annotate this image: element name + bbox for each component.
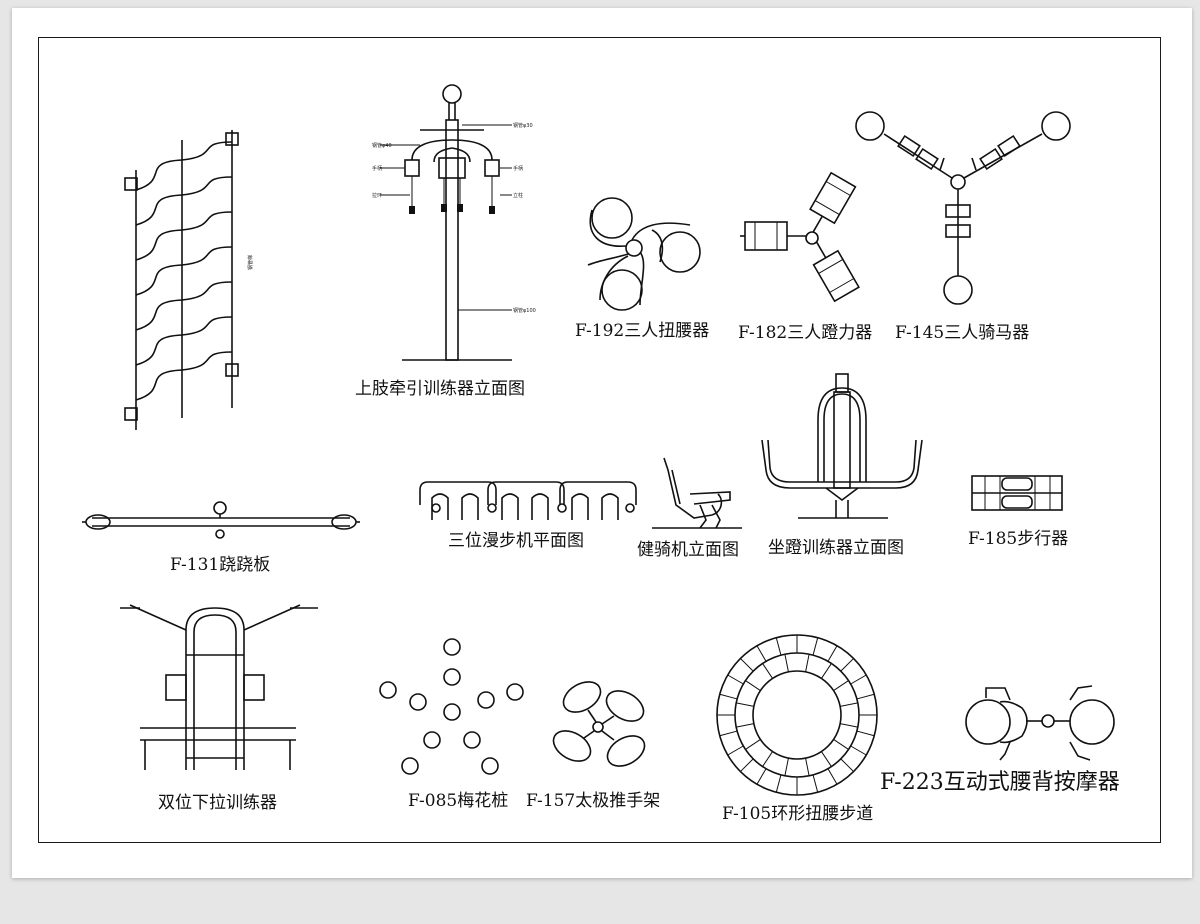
- ring-tile-joint: [833, 680, 849, 691]
- f157-label: F-157太极推手架: [526, 791, 660, 811]
- ring-tile-joint: [821, 663, 832, 679]
- f185-label: F-185步行器: [968, 529, 1068, 549]
- ring-tile-joint: [727, 745, 744, 756]
- f223-drawing: [965, 685, 1115, 761]
- f145-drawing: [855, 111, 1071, 305]
- f182-drawing: [740, 171, 860, 303]
- ring-tile-joint: [833, 739, 849, 750]
- f105-drawing: [716, 634, 878, 796]
- ring-tile-joint: [856, 693, 875, 700]
- f145-label: F-145三人骑马器: [895, 323, 1029, 343]
- ring-tile-joint: [775, 637, 782, 656]
- note-a3: 手柄: [372, 165, 382, 172]
- f105-label: F-105环形扭腰步道: [722, 804, 873, 824]
- f157-drawing: [552, 681, 646, 767]
- ring-tile-joint: [745, 680, 761, 691]
- note-a1: 钢管φ30: [513, 122, 533, 129]
- walker-plan-drawing: [419, 481, 637, 520]
- ladder-note: 钢管梯: [247, 255, 254, 270]
- pull-up-trainer-drawing: 钢管φ30 钢管φ40 手柄 拉环 手柄 立柱 钢管φ100: [372, 84, 536, 361]
- ring-tile-joint: [736, 723, 754, 728]
- note-a5: 钢管φ100: [513, 307, 536, 314]
- ring-tile-joint: [850, 745, 867, 756]
- ring-tile-joint: [719, 730, 738, 737]
- note-a2: 钢管φ40: [372, 142, 392, 149]
- pull-up-trainer-label: 上肢牵引训练器立面图: [355, 379, 525, 399]
- f185-drawing: [971, 475, 1063, 511]
- seated-push-drawing: [761, 373, 923, 519]
- ring-tile-joint: [740, 758, 754, 772]
- ring-tile-joint: [856, 730, 875, 737]
- seated-push-label: 坐蹬训练器立面图: [768, 538, 904, 558]
- rider-elevation-drawing: [652, 457, 742, 529]
- ring-tile-joint: [840, 758, 854, 772]
- note-a7: 立柱: [513, 192, 523, 199]
- drawing-sheet: [12, 8, 1192, 878]
- f192-drawing: [587, 197, 701, 311]
- ring-tile-joint: [812, 637, 819, 656]
- ring-tile-joint: [756, 645, 767, 662]
- ring-tile-joint: [727, 674, 744, 685]
- ring-tile-joint: [840, 702, 858, 707]
- f223-label: F-223互动式腰背按摩器: [880, 770, 1120, 795]
- ring-tile-joint: [840, 723, 858, 728]
- f085-drawing: [379, 638, 524, 775]
- ring-tile-joint: [784, 758, 789, 776]
- ring-tile-joint: [745, 739, 761, 750]
- ring-tile-joint: [736, 702, 754, 707]
- ring-tile-joint: [805, 654, 810, 672]
- f182-label: F-182三人蹬力器: [738, 323, 872, 343]
- ring-tile-joint: [821, 751, 832, 767]
- walker-plan-label: 三位漫步机平面图: [448, 531, 584, 551]
- ring-tile-joint: [827, 645, 838, 662]
- ring-tile-joint: [740, 658, 754, 672]
- ring-tile-joint: [840, 658, 854, 672]
- wavy-ladder-drawing: 钢管梯: [124, 130, 254, 430]
- drawing-frame: [38, 37, 1161, 843]
- f192-label: F-192三人扭腰器: [575, 321, 709, 341]
- ring-tile-joint: [719, 693, 738, 700]
- double-pulldown-drawing: [120, 604, 318, 770]
- note-a6: 手柄: [513, 165, 523, 172]
- ring-tile-joint: [827, 768, 838, 785]
- ring-tile-joint: [762, 751, 773, 767]
- seesaw-drawing: [82, 501, 360, 539]
- seesaw-label: F-131跷跷板: [170, 555, 270, 575]
- ring-tile-joint: [775, 774, 782, 793]
- ring-tile-joint: [756, 768, 767, 785]
- ring-tile-joint: [850, 674, 867, 685]
- ring-tile-joint: [805, 758, 810, 776]
- f085-label: F-085梅花桩: [408, 791, 508, 811]
- ring-tile-joint: [762, 663, 773, 679]
- rider-elevation-label: 健骑机立面图: [637, 540, 739, 560]
- double-pulldown-label: 双位下拉训练器: [158, 793, 277, 813]
- ring-tile-joint: [812, 774, 819, 793]
- ring-tile-joint: [784, 654, 789, 672]
- note-a4: 拉环: [372, 192, 382, 199]
